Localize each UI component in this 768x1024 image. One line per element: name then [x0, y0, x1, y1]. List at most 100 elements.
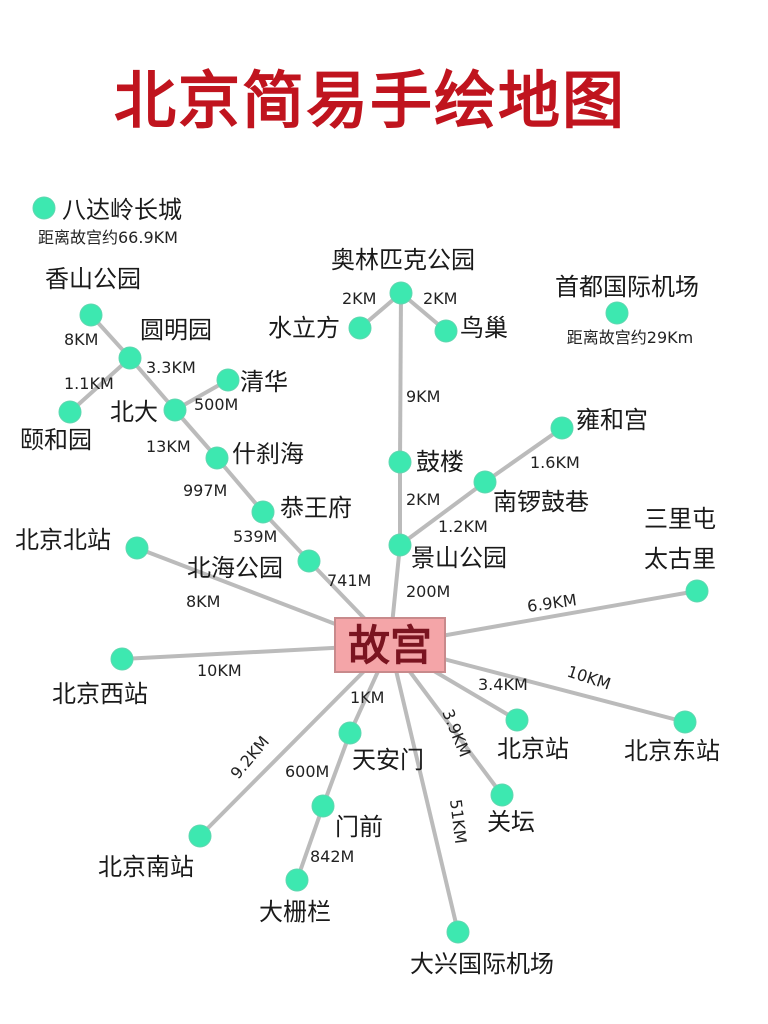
map-title: 北京简易手绘地图	[113, 64, 626, 137]
location-label: 水立方	[268, 314, 340, 342]
location-dot-icon[interactable]	[251, 500, 275, 524]
location-dot-icon[interactable]	[473, 470, 497, 494]
location-qianmen[interactable]: 门前	[311, 794, 383, 841]
location-tiananmen[interactable]: 天安门	[338, 721, 424, 774]
location-niaochao[interactable]: 鸟巢	[434, 314, 508, 343]
location-dot-icon[interactable]	[32, 196, 56, 220]
location-nanluoguxiang[interactable]: 南锣鼓巷	[473, 470, 589, 516]
location-dot-icon[interactable]	[285, 868, 309, 892]
location-dot-icon[interactable]	[125, 536, 149, 560]
location-qinghua[interactable]: 清华	[216, 368, 288, 396]
location-dot-icon[interactable]	[163, 398, 187, 422]
distance-label: 9KM	[406, 387, 440, 406]
location-label: 清华	[240, 368, 288, 396]
location-beijingbei[interactable]: 北京北站	[15, 526, 149, 560]
location-label: 关坛	[487, 808, 535, 836]
distance-label: 1KM	[350, 688, 384, 707]
location-dot-icon[interactable]	[673, 710, 697, 734]
location-dot-icon[interactable]	[297, 549, 321, 573]
location-label: 恭王府	[280, 494, 352, 522]
location-dot-icon[interactable]	[490, 783, 514, 807]
location-gongwangfu[interactable]: 恭王府	[251, 494, 352, 524]
location-dot-icon[interactable]	[216, 368, 240, 392]
location-label: 北京南站	[98, 853, 194, 881]
location-beida[interactable]: 北大	[110, 398, 187, 426]
location-aolinpike[interactable]: 奥林匹克公园	[331, 246, 475, 305]
location-dot-icon[interactable]	[446, 920, 470, 944]
location-label: 南锣鼓巷	[493, 488, 589, 516]
location-label: 什刹海	[232, 440, 304, 468]
distance-label: 10KM	[197, 661, 242, 680]
route-line-yonghegong-nanluoguxiang	[483, 426, 564, 484]
location-tiantan[interactable]: 关坛	[487, 783, 535, 836]
location-xiangshan[interactable]: 香山公园	[45, 265, 141, 327]
location-label: 雍和宫	[576, 406, 648, 434]
distance-label: 51KM	[446, 798, 470, 845]
location-label: 颐和园	[20, 426, 92, 454]
center-box[interactable]	[334, 617, 446, 673]
route-line-yiheyuan-yuanmingyuan	[68, 356, 132, 414]
location-dot-icon[interactable]	[188, 824, 212, 848]
location-dot-icon[interactable]	[110, 647, 134, 671]
location-gulou[interactable]: 鼓楼	[388, 448, 464, 476]
location-label: 奥林匹克公园	[331, 246, 475, 274]
location-dot-icon[interactable]	[388, 533, 412, 557]
distance-label: 3.3KM	[146, 358, 196, 377]
location-yiheyuan[interactable]: 颐和园	[20, 400, 92, 454]
location-label: 北海公园	[187, 554, 283, 582]
route-line-aolinpike-gulou	[398, 292, 403, 463]
location-label: 天安门	[352, 746, 424, 774]
location-label: 鼓楼	[416, 448, 464, 476]
route-line-center-beijingnan	[198, 643, 392, 838]
location-dot-icon[interactable]	[58, 400, 82, 424]
location-dot-icon[interactable]	[605, 301, 629, 325]
distance-label: 1.6KM	[530, 453, 580, 472]
location-beijingnan[interactable]: 北京南站	[98, 824, 212, 881]
location-dot-icon[interactable]	[338, 721, 362, 745]
distance-label: 997M	[183, 481, 227, 500]
location-label: 圆明园	[140, 316, 212, 344]
center-node-gugong[interactable]: 故宫	[334, 617, 446, 673]
location-dot-icon[interactable]	[505, 708, 529, 732]
location-label: 北京北站	[15, 526, 111, 554]
location-yuanmingyuan[interactable]: 圆明园	[118, 316, 212, 370]
location-beihai[interactable]: 北海公园	[187, 549, 321, 582]
location-dot-icon[interactable]	[434, 319, 458, 343]
distance-label: 13KM	[146, 437, 191, 456]
distance-label: 3.9KM	[438, 706, 474, 759]
distance-label: 200M	[406, 582, 450, 601]
location-dot-icon[interactable]	[389, 281, 413, 305]
location-dot-icon[interactable]	[685, 579, 709, 603]
location-label: 首都国际机场	[555, 273, 699, 301]
location-beijingdong[interactable]: 北京东站	[624, 710, 720, 765]
location-jingshan[interactable]: 景山公园	[388, 533, 507, 572]
location-yonghegong[interactable]: 雍和宫	[550, 406, 648, 440]
distance-label: 10KM	[565, 662, 613, 694]
distance-label: 539M	[233, 527, 277, 546]
location-dot-icon[interactable]	[348, 316, 372, 340]
distance-label: 2KM	[423, 289, 457, 308]
distance-label: 9.2KM	[227, 732, 274, 782]
location-dot-icon[interactable]	[550, 416, 574, 440]
distance-label: 1.1KM	[64, 374, 114, 393]
location-dashilan[interactable]: 大栅栏	[259, 868, 331, 926]
distance-label: 8KM	[186, 592, 220, 611]
location-shichahai[interactable]: 什刹海	[205, 440, 304, 470]
location-label: 三里屯	[644, 505, 716, 533]
location-dot-icon[interactable]	[118, 346, 142, 370]
location-beijingxi[interactable]: 北京西站	[52, 647, 148, 708]
route-line-shichahai-gongwangfu	[215, 456, 265, 514]
location-dot-icon[interactable]	[311, 794, 335, 818]
route-line-center-daxing	[388, 644, 460, 933]
location-beijingzhan[interactable]: 北京站	[497, 708, 569, 763]
location-dot-icon[interactable]	[79, 303, 103, 327]
location-dot-icon[interactable]	[388, 450, 412, 474]
location-daxing[interactable]: 大兴国际机场	[410, 920, 554, 978]
location-shuilifang[interactable]: 水立方	[268, 314, 372, 342]
location-dot-icon[interactable]	[205, 446, 229, 470]
